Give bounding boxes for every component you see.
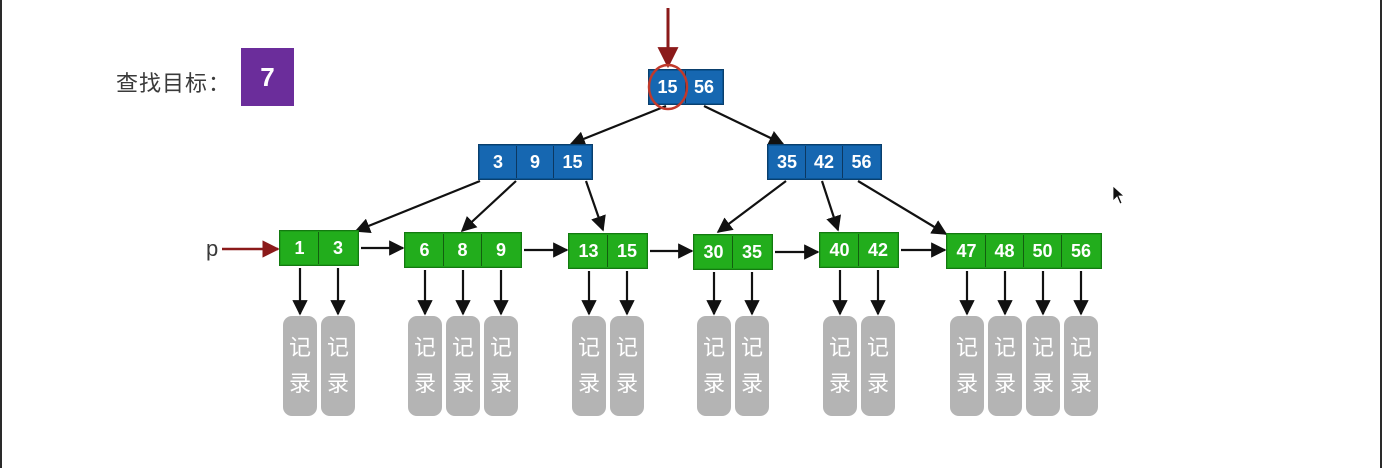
edge-internal-0-to-leaf-0 [354,179,481,233]
record-char-bottom: 录 [1069,371,1092,396]
leaf-node-4-key: 40 [821,234,859,266]
internal-node-1-key: 42 [806,146,843,178]
record-char-top: 记 [1069,335,1092,360]
record-block: 记录 [823,316,857,416]
leaf-node-4-key: 42 [859,234,897,266]
record-block: 记录 [697,316,731,416]
record-block: 记录 [321,316,355,416]
edge-internal-1-to-leaf-5 [857,180,948,235]
edge-internal-0-to-leaf-1 [460,180,517,233]
record-block: 记录 [950,316,984,416]
leaf-node-1-key: 8 [444,234,482,266]
record-block: 记录 [572,316,606,416]
leaf-node-0-key: 3 [319,232,357,264]
record-char-top: 记 [413,335,436,360]
leaf-node-5-key: 56 [1062,235,1100,267]
leaf-node-5-key: 47 [948,235,986,267]
leaf-node-5-key: 48 [986,235,1024,267]
record-char-top: 记 [828,335,851,360]
right-frame-edge [1380,0,1382,468]
leaf-node-2-key: 15 [608,235,646,267]
record-char-top: 记 [955,335,978,360]
record-char-bottom: 录 [577,371,600,396]
leaf-node-1-key: 9 [482,234,520,266]
record-char-bottom: 录 [955,371,978,396]
record-char-top: 记 [866,335,889,360]
record-char-top: 记 [740,335,763,360]
record-char-top: 记 [489,335,512,360]
highlight-circle [647,63,689,111]
root-node-key: 56 [686,71,722,103]
search-target-value: 7 [241,48,294,106]
search-target-label: 查找目标： [116,71,232,96]
leaf-node-2-key: 13 [570,235,608,267]
left-frame-edge [0,0,2,468]
record-char-top: 记 [288,335,311,360]
record-char-bottom: 录 [993,371,1016,396]
record-char-top: 记 [702,335,725,360]
record-char-top: 记 [326,335,349,360]
record-char-top: 记 [993,335,1016,360]
record-block: 记录 [861,316,895,416]
edge-root-to-internal-1 [703,105,785,145]
internal-node-1-key: 35 [769,146,806,178]
record-block: 记录 [610,316,644,416]
record-block: 记录 [408,316,442,416]
record-char-bottom: 录 [740,371,763,396]
record-block: 记录 [1026,316,1060,416]
record-block: 记录 [484,316,518,416]
leaf-node-3-key: 35 [733,236,771,268]
record-char-bottom: 录 [451,371,474,396]
leaf-pointer-label: p [206,236,219,261]
edge-internal-1-to-leaf-4 [820,180,842,232]
record-char-top: 记 [615,335,638,360]
leaf-node-1-key: 6 [406,234,444,266]
record-char-top: 记 [451,335,474,360]
internal-node-0-key: 15 [554,146,591,178]
record-char-bottom: 录 [702,371,725,396]
record-char-bottom: 录 [615,371,638,396]
internal-node-1-key: 56 [843,146,880,178]
record-block: 记录 [446,316,480,416]
internal-node-0-key: 3 [480,146,517,178]
record-char-bottom: 录 [326,371,349,396]
leaf-node-0-key: 1 [281,232,319,264]
record-char-bottom: 录 [413,371,436,396]
record-char-bottom: 录 [288,371,311,396]
record-block: 记录 [988,316,1022,416]
leaf-node-3-key: 30 [695,236,733,268]
root-node-key: 15 [650,71,686,103]
record-block: 记录 [283,316,317,416]
leaf-node-5-key: 50 [1024,235,1062,267]
record-char-top: 记 [577,335,600,360]
record-block: 记录 [735,316,769,416]
record-char-top: 记 [1031,335,1054,360]
record-block: 记录 [1064,316,1098,416]
record-char-bottom: 录 [489,371,512,396]
record-char-bottom: 录 [828,371,851,396]
edge-internal-1-to-leaf-3 [716,180,787,233]
record-char-bottom: 录 [866,371,889,396]
mouse-cursor-icon [1112,185,1126,205]
edge-root-to-internal-0 [569,104,667,147]
edge-internal-0-to-leaf-2 [584,180,606,232]
record-char-bottom: 录 [1031,371,1054,396]
internal-node-0-key: 9 [517,146,554,178]
